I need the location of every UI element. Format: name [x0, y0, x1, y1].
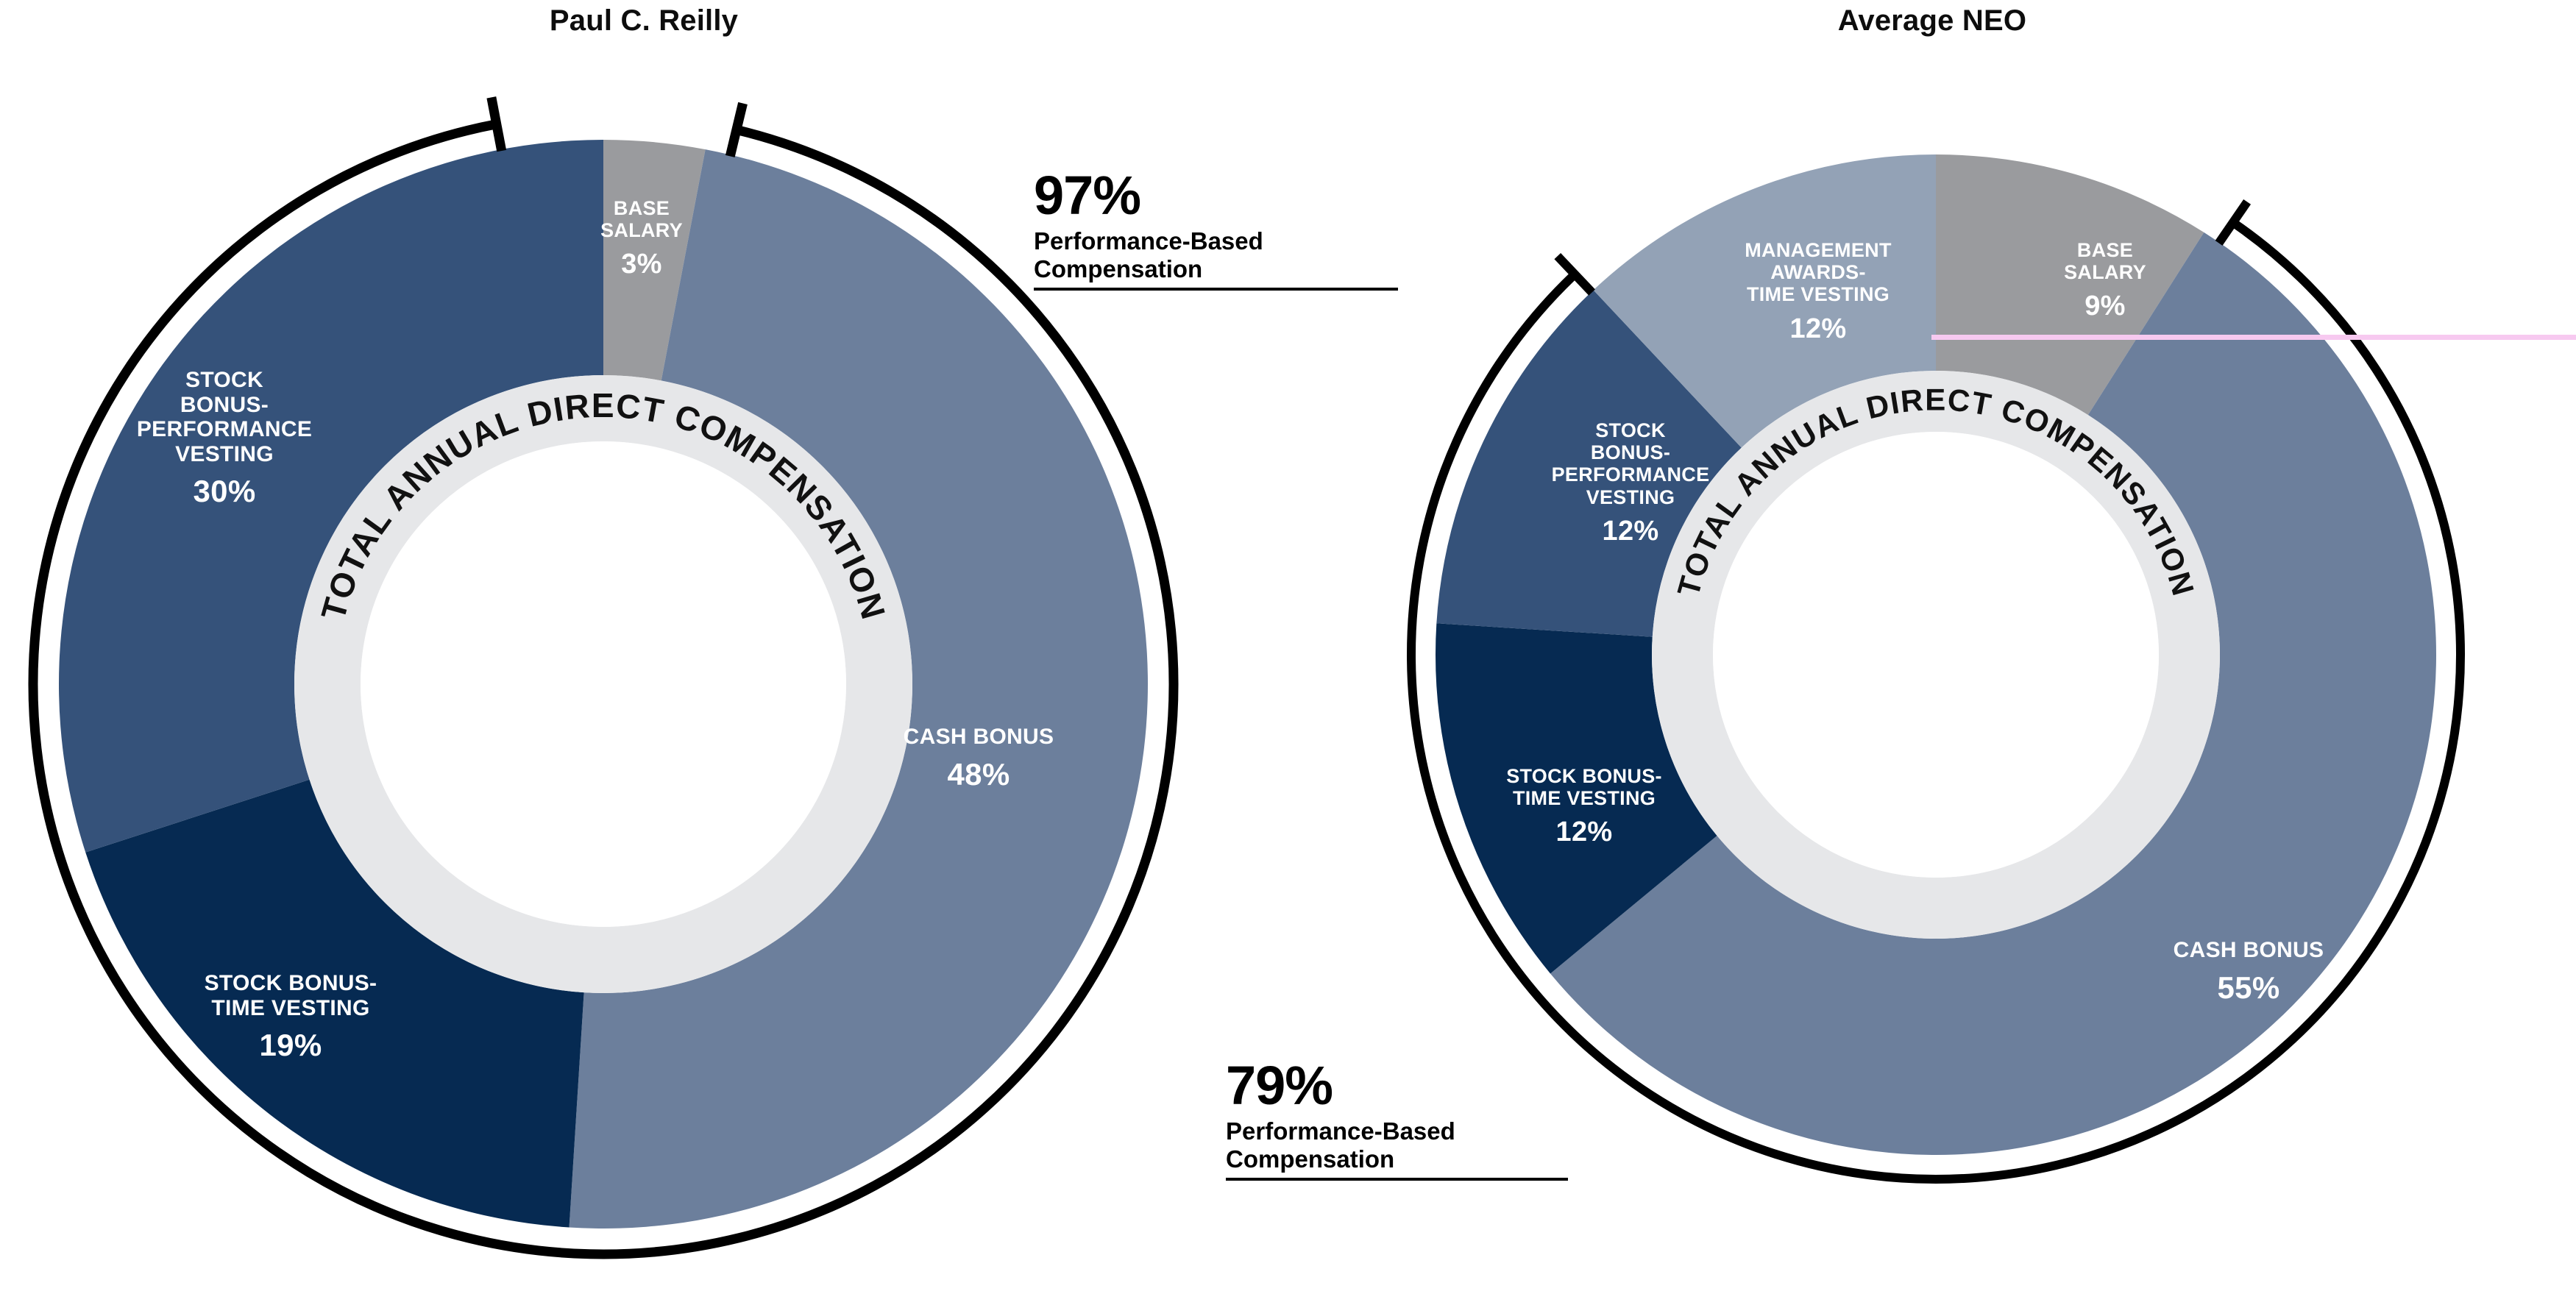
- callout-line1: Performance-Based: [1034, 227, 1263, 255]
- bracket-tick: [725, 102, 748, 157]
- callout-value: 79%: [1226, 1055, 1333, 1116]
- donut-chart-left: TOTAL ANNUAL DIRECT COMPENSATION: [15, 96, 1192, 1273]
- donut-slice-stock-bonus-time-vesting: [1436, 623, 1717, 974]
- donut-slice-stock-bonus-performance-vesting: [58, 140, 604, 853]
- donut-slice-cash-bonus: [1550, 232, 2436, 1155]
- donut-svg: TOTAL ANNUAL DIRECT COMPENSATION: [1407, 154, 2465, 1184]
- bracket-tick: [1554, 253, 1595, 296]
- donut-slice-cash-bonus: [569, 149, 1149, 1229]
- performance-bracket-arc: [28, 119, 1179, 1259]
- chart-panel-paul-c-reilly: Paul C. Reilly TOTAL ANNUAL DIRECT COMPE…: [15, 4, 1398, 1273]
- callout-subtitle: Performance-Based Compensation: [1034, 227, 1402, 284]
- callout-value: 97%: [1034, 165, 1141, 226]
- donut-slice-stock-bonus-time-vesting: [85, 779, 584, 1228]
- callout-subtitle: Performance-Based Compensation: [1226, 1117, 1572, 1174]
- donut-slice-management-awards-time-vesting: [1593, 154, 1936, 448]
- donut-slice-base-salary: [603, 140, 706, 381]
- callout-line2: Compensation: [1034, 255, 1203, 282]
- bracket-tick: [486, 96, 507, 152]
- performance-bracket-arc: [1407, 218, 2465, 1184]
- donut-hole: [361, 441, 846, 927]
- callout-line1: Performance-Based: [1226, 1117, 1455, 1145]
- center-ring-band: [294, 375, 912, 993]
- donut-svg: TOTAL ANNUAL DIRECT COMPENSATION: [28, 96, 1179, 1259]
- callout-rule: [1034, 288, 1398, 291]
- callout-line2: Compensation: [1226, 1145, 1395, 1173]
- callout-performance-based-left: 97% Performance-Based Compensation: [1034, 165, 1402, 291]
- chart-panel-average-neo: Average NEO TOTAL ANNUAL DIRECT COMPENSA…: [1226, 0, 2576, 1305]
- bracket-tick: [2215, 199, 2252, 246]
- donut-hole: [1713, 432, 2159, 878]
- center-ring-band: [1652, 371, 2220, 939]
- donut-slice-stock-bonus-performance-vesting: [1436, 290, 1742, 637]
- page-title-left: Paul C. Reilly: [549, 4, 739, 37]
- donut-slice-base-salary: [1936, 154, 2204, 416]
- donut-chart-right: TOTAL ANNUAL DIRECT COMPENSATION: [1395, 114, 2477, 1195]
- callout-rule: [1226, 1178, 1568, 1181]
- pink-overlay-line: [1931, 335, 2576, 340]
- page-title-right: Average NEO: [1837, 4, 2027, 37]
- callout-performance-based-right: 79% Performance-Based Compensation: [1226, 1059, 1572, 1181]
